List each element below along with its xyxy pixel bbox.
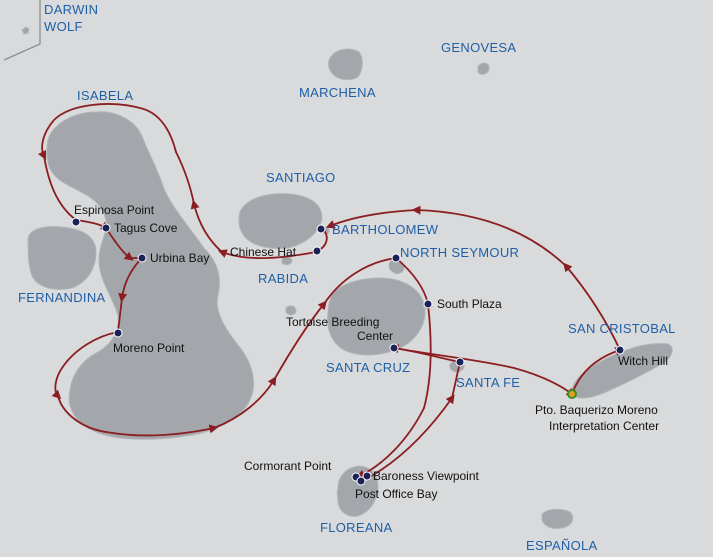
label-genovesa: GENOVESA	[441, 40, 516, 55]
route-segment	[513, 367, 576, 397]
route-segment	[451, 361, 461, 399]
stop-bartholomew[interactable]	[316, 224, 326, 234]
stop-santa-fe[interactable]	[455, 357, 465, 367]
route-segment	[423, 303, 432, 409]
stop-tagus-cove[interactable]	[101, 223, 111, 233]
label-marchena: MARCHENA	[299, 85, 376, 100]
espanola-island	[541, 508, 574, 529]
label-floreana: FLOREANA	[320, 520, 393, 535]
route-segment	[217, 249, 317, 259]
label-urbina-bay: Urbina Bay	[150, 251, 209, 265]
route-segment	[395, 257, 429, 305]
label-interpretation-center: Interpretation Center	[549, 419, 659, 433]
label-bartholomew: BARTHOLOMEW	[332, 222, 439, 237]
inset-border	[3, 0, 41, 61]
genovesa-island	[477, 62, 490, 75]
fernandina-island	[27, 226, 97, 290]
label-isabela: ISABELA	[77, 88, 133, 103]
route-segment	[57, 395, 219, 437]
route-segment	[367, 394, 455, 479]
label-rabida: RABIDA	[258, 271, 308, 286]
label-san-cristobal: SAN CRISTOBAL	[568, 321, 676, 336]
label-baroness-viewpoint: Baroness Viewpoint	[373, 469, 480, 483]
stop-pto-baquerizo-moreno[interactable]	[567, 389, 577, 399]
label-santa-cruz: SANTA CRUZ	[326, 360, 410, 375]
stop-chinese-hat[interactable]	[312, 246, 322, 256]
santiago-island	[238, 193, 323, 249]
route-segment	[325, 209, 417, 229]
label-tagus-cove: Tagus Cove	[114, 221, 178, 235]
route-segment	[190, 199, 223, 253]
route-segment	[117, 297, 123, 333]
label-tortoise-breeding: Tortoise Breeding	[286, 315, 379, 329]
route-segment	[37, 103, 177, 161]
stop-moreno-point[interactable]	[113, 328, 123, 338]
route-segment	[43, 155, 77, 221]
label-tortoise-breeding-center: Center	[357, 329, 393, 343]
label-espinosa-point: Espinosa Point	[74, 203, 155, 217]
cruise-route	[37, 103, 625, 479]
stop-south-plaza[interactable]	[423, 299, 433, 309]
pinzon-island	[285, 305, 297, 316]
stop-north-seymour[interactable]	[391, 253, 401, 263]
label-fernandina: FERNANDINA	[18, 290, 106, 305]
label-post-office-bay: Post Office Bay	[355, 487, 437, 501]
label-chinese-hat: Chinese Hat	[230, 245, 297, 259]
label-moreno-point: Moreno Point	[113, 341, 185, 355]
marchena-island	[328, 48, 363, 81]
label-darwin: DARWIN	[44, 2, 98, 17]
label-wolf: WOLF	[44, 19, 83, 34]
stop-witch-hill[interactable]	[615, 345, 625, 355]
label-witch-hill: Witch Hill	[618, 354, 668, 368]
route-segment	[571, 347, 625, 395]
darwin-island	[21, 26, 30, 35]
route-segment	[175, 151, 195, 205]
stop-baroness-viewpoint[interactable]	[362, 471, 372, 481]
route-segment	[51, 331, 119, 400]
label-south-plaza: South Plaza	[437, 297, 502, 311]
label-cormorant-point: Cormorant Point	[244, 459, 332, 473]
route-segment	[563, 262, 621, 351]
label-north-seymour: NORTH SEYMOUR	[400, 245, 519, 260]
stop-tortoise-breeding-center[interactable]	[389, 343, 399, 353]
stop-post-office-bay[interactable]	[356, 476, 366, 486]
stop-espinosa-point[interactable]	[71, 217, 81, 227]
route-segment	[323, 257, 397, 305]
route-segment	[273, 300, 327, 381]
stop-urbina-bay[interactable]	[137, 253, 147, 263]
label-santa-fe: SANTA FE	[456, 375, 520, 390]
route-segment	[411, 205, 567, 267]
santa-cruz-island	[327, 277, 426, 356]
label-santiago: SANTIAGO	[266, 170, 336, 185]
label-espanola: ESPAÑOLA	[526, 538, 598, 553]
label-pto-baquerizo-moreno: Pto. Baquerizo Moreno	[535, 403, 658, 417]
route-segment	[213, 376, 277, 429]
